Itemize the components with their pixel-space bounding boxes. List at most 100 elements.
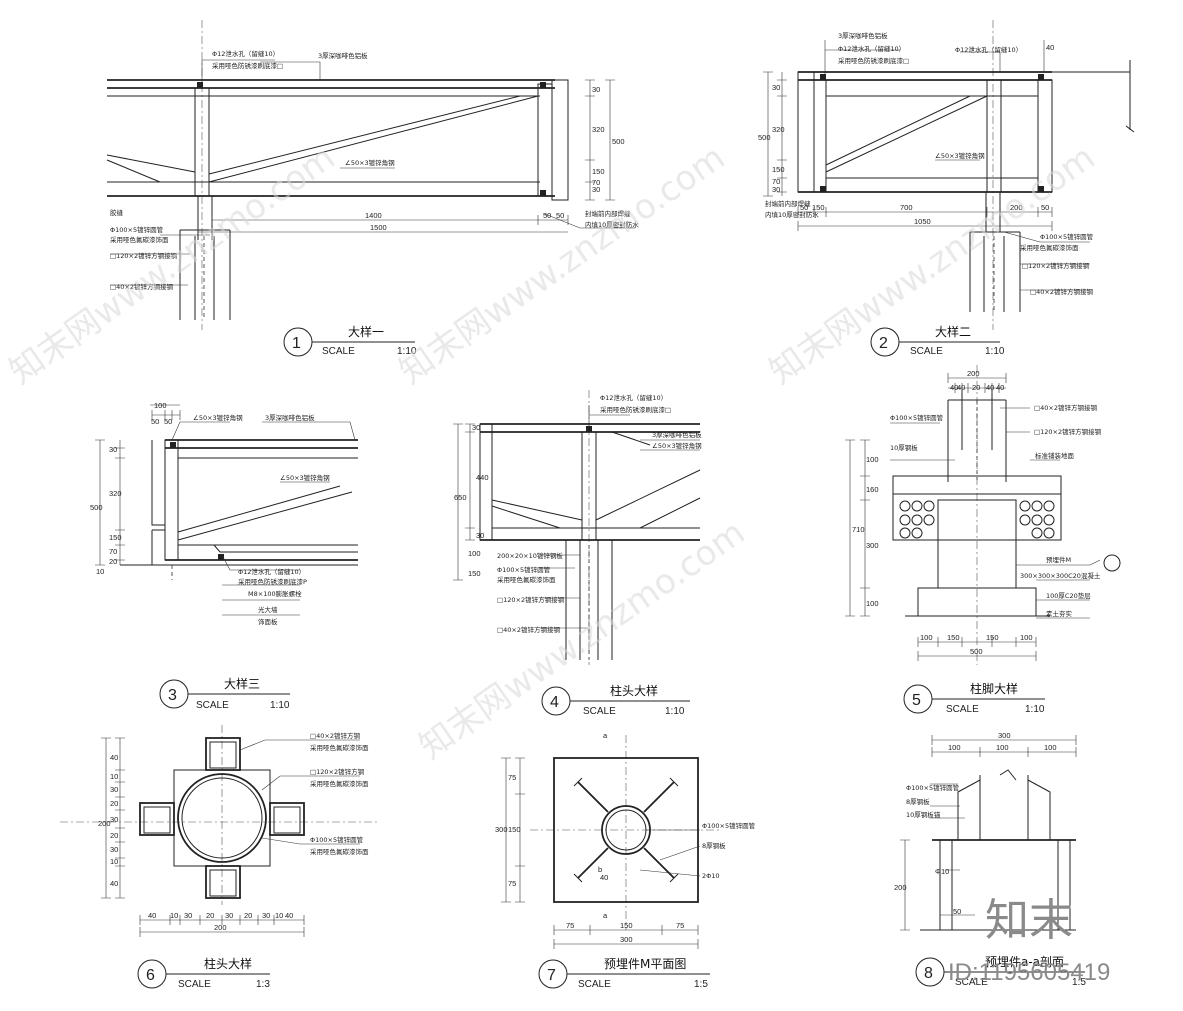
scale-value: 1:10	[397, 346, 417, 357]
dim-label: 500	[612, 137, 625, 146]
dim-label: 150	[947, 633, 960, 642]
note-text: ∠50×3镀锌角钢	[652, 441, 702, 450]
dim-label: 300	[495, 825, 508, 834]
detail-5-drawing	[845, 365, 1121, 665]
dim-label: 75	[508, 773, 516, 782]
note-text: Φ100×5镀锌圆管	[890, 413, 944, 422]
dim-label: 70	[109, 547, 117, 556]
watermark-text: 知末网www.znzmo.com	[412, 513, 752, 768]
dim-label: 50	[800, 203, 808, 212]
dim-label: 500	[970, 647, 983, 656]
scale-value: 1:5	[1072, 977, 1086, 988]
dim-label: 40	[110, 879, 118, 888]
dim-label: 20	[110, 831, 118, 840]
detail-2-drawing	[763, 20, 1135, 330]
note-text: 8厚钢板	[906, 797, 930, 806]
dim-label: 100	[1044, 743, 1057, 752]
dim-label: 100	[920, 633, 933, 642]
dim-label: 20	[109, 557, 117, 566]
note-text: 2Φ10	[702, 872, 720, 880]
note-text: 采用哑色氟碳漆饰面	[497, 575, 556, 584]
detail-title: 大样一	[348, 324, 384, 339]
note-text: □40×2镀锌方钢接钢	[1030, 287, 1093, 296]
scale-value: 1:3	[256, 979, 270, 990]
note-text: 封端前内部焊缝	[585, 209, 631, 218]
detail-number: 4	[550, 694, 559, 711]
note-text: Φ100×5镀锌圆管	[497, 565, 551, 574]
note-text: Φ12泄水孔（留缝10）	[212, 49, 279, 58]
dim-label: 10	[110, 857, 118, 866]
dim-label: 150	[468, 569, 481, 578]
dim-label: 10	[170, 911, 178, 920]
note-text: 8厚钢板	[702, 841, 726, 850]
note-text: 内填10厚密封防水	[765, 210, 819, 219]
detail-title: 预埋件M平面图	[604, 957, 686, 971]
note-text: □120×2镀锌方钢	[310, 767, 365, 776]
detail-1-notes: Φ12泄水孔（留缝10） 采用哑色防锈漆刷底漆□ 3厚深咖啡色铝板 ∠50×3镀…	[110, 49, 639, 291]
note-text: 采用哑色防锈漆刷底漆□	[212, 61, 283, 70]
detail-5-notes: □40×2镀锌方钢接钢 Φ100×5镀锌圆管 □120×2镀锌方钢接钢 10厚钢…	[852, 369, 1102, 656]
note-text: 饰面板	[258, 617, 278, 626]
scale-label: SCALE	[946, 704, 979, 715]
note-text: ∠50×3镀锌角钢	[193, 413, 243, 422]
watermark-id: ID:1195605419	[948, 959, 1110, 986]
dim-label: 70	[772, 177, 780, 186]
scale-label: SCALE	[583, 706, 616, 717]
dim-label: 40	[600, 873, 608, 882]
scale-value: 1:10	[665, 706, 685, 717]
dim-label: 150	[592, 167, 605, 176]
dim-label: 50	[164, 417, 172, 426]
scale-label: SCALE	[955, 977, 988, 988]
note-text: 采用哑色防锈漆刷底漆□	[838, 56, 909, 65]
dim-label: 30	[772, 83, 780, 92]
dim-label: 500	[758, 133, 771, 142]
dim-label: 30	[772, 185, 780, 194]
scale-value: 1:10	[270, 700, 290, 711]
detail-6-drawing	[60, 725, 380, 937]
dim-label: 20	[206, 911, 214, 920]
dim-label: 30	[472, 423, 480, 432]
note-text: Φ10	[935, 867, 949, 876]
dim-label: 500	[90, 503, 103, 512]
scale-label: SCALE	[578, 979, 611, 990]
scale-value: 1:10	[985, 346, 1005, 357]
note-text: □40×2镀锌方钢	[310, 731, 360, 740]
dim-label: 440	[476, 473, 489, 482]
dim-label: 75	[566, 921, 574, 930]
detail-number: 8	[924, 965, 933, 982]
note-text: 3厚深咖啡色铝板	[652, 430, 702, 439]
note-text: 采用哑色氟碳漆饰面	[310, 779, 369, 788]
note-text: 采用哑色氟碳漆饰面	[110, 235, 169, 244]
dim-label: 20	[110, 799, 118, 808]
detail-title: 柱头大样	[204, 956, 252, 971]
detail-title: 柱头大样	[610, 683, 658, 698]
detail-5-title-block: 5 柱脚大样 SCALE 1:10	[903, 681, 1045, 715]
scale-label: SCALE	[322, 346, 355, 357]
dim-label: 10	[110, 772, 118, 781]
dim-label: 200	[214, 923, 227, 932]
dim-label: 100	[866, 599, 879, 608]
dim-label: 320	[592, 125, 605, 134]
dim-label: 300	[866, 541, 879, 550]
dim-label: 150	[812, 203, 825, 212]
detail-3-notes: ∠50×3镀锌角钢 3厚深咖啡色铝板 ∠50×3镀锌角钢 Φ12泄水孔（留缝10…	[90, 401, 330, 626]
note-text: 3厚深咖啡色铝板	[838, 31, 888, 40]
note-text: 封端前内部焊缝	[765, 199, 811, 208]
note-text: □120×2镀锌方钢接钢	[1022, 261, 1090, 270]
dim-label: 200	[894, 883, 907, 892]
dim-label: 10	[275, 911, 283, 920]
detail-7-drawing	[501, 735, 720, 949]
dim-label: 1400	[365, 211, 382, 220]
scale-label: SCALE	[178, 979, 211, 990]
note-text: □120×2镀锌方钢接钢	[1034, 427, 1102, 436]
note-text: 采用哑色防锈漆刷底漆P	[238, 577, 307, 586]
dim-label: 40	[285, 911, 293, 920]
dim-label: 200	[967, 369, 980, 378]
detail-3-title-block: 3 大样三 SCALE 1:10	[159, 676, 290, 711]
note-text: ∠50×3镀锌角钢	[280, 473, 330, 482]
detail-number: 3	[168, 687, 177, 704]
dim-label: 75	[508, 879, 516, 888]
note-text: □40×2镀锌方钢接钢	[1034, 403, 1097, 412]
dim-label: 40	[1046, 43, 1054, 52]
detail-title: 大样三	[224, 676, 260, 691]
